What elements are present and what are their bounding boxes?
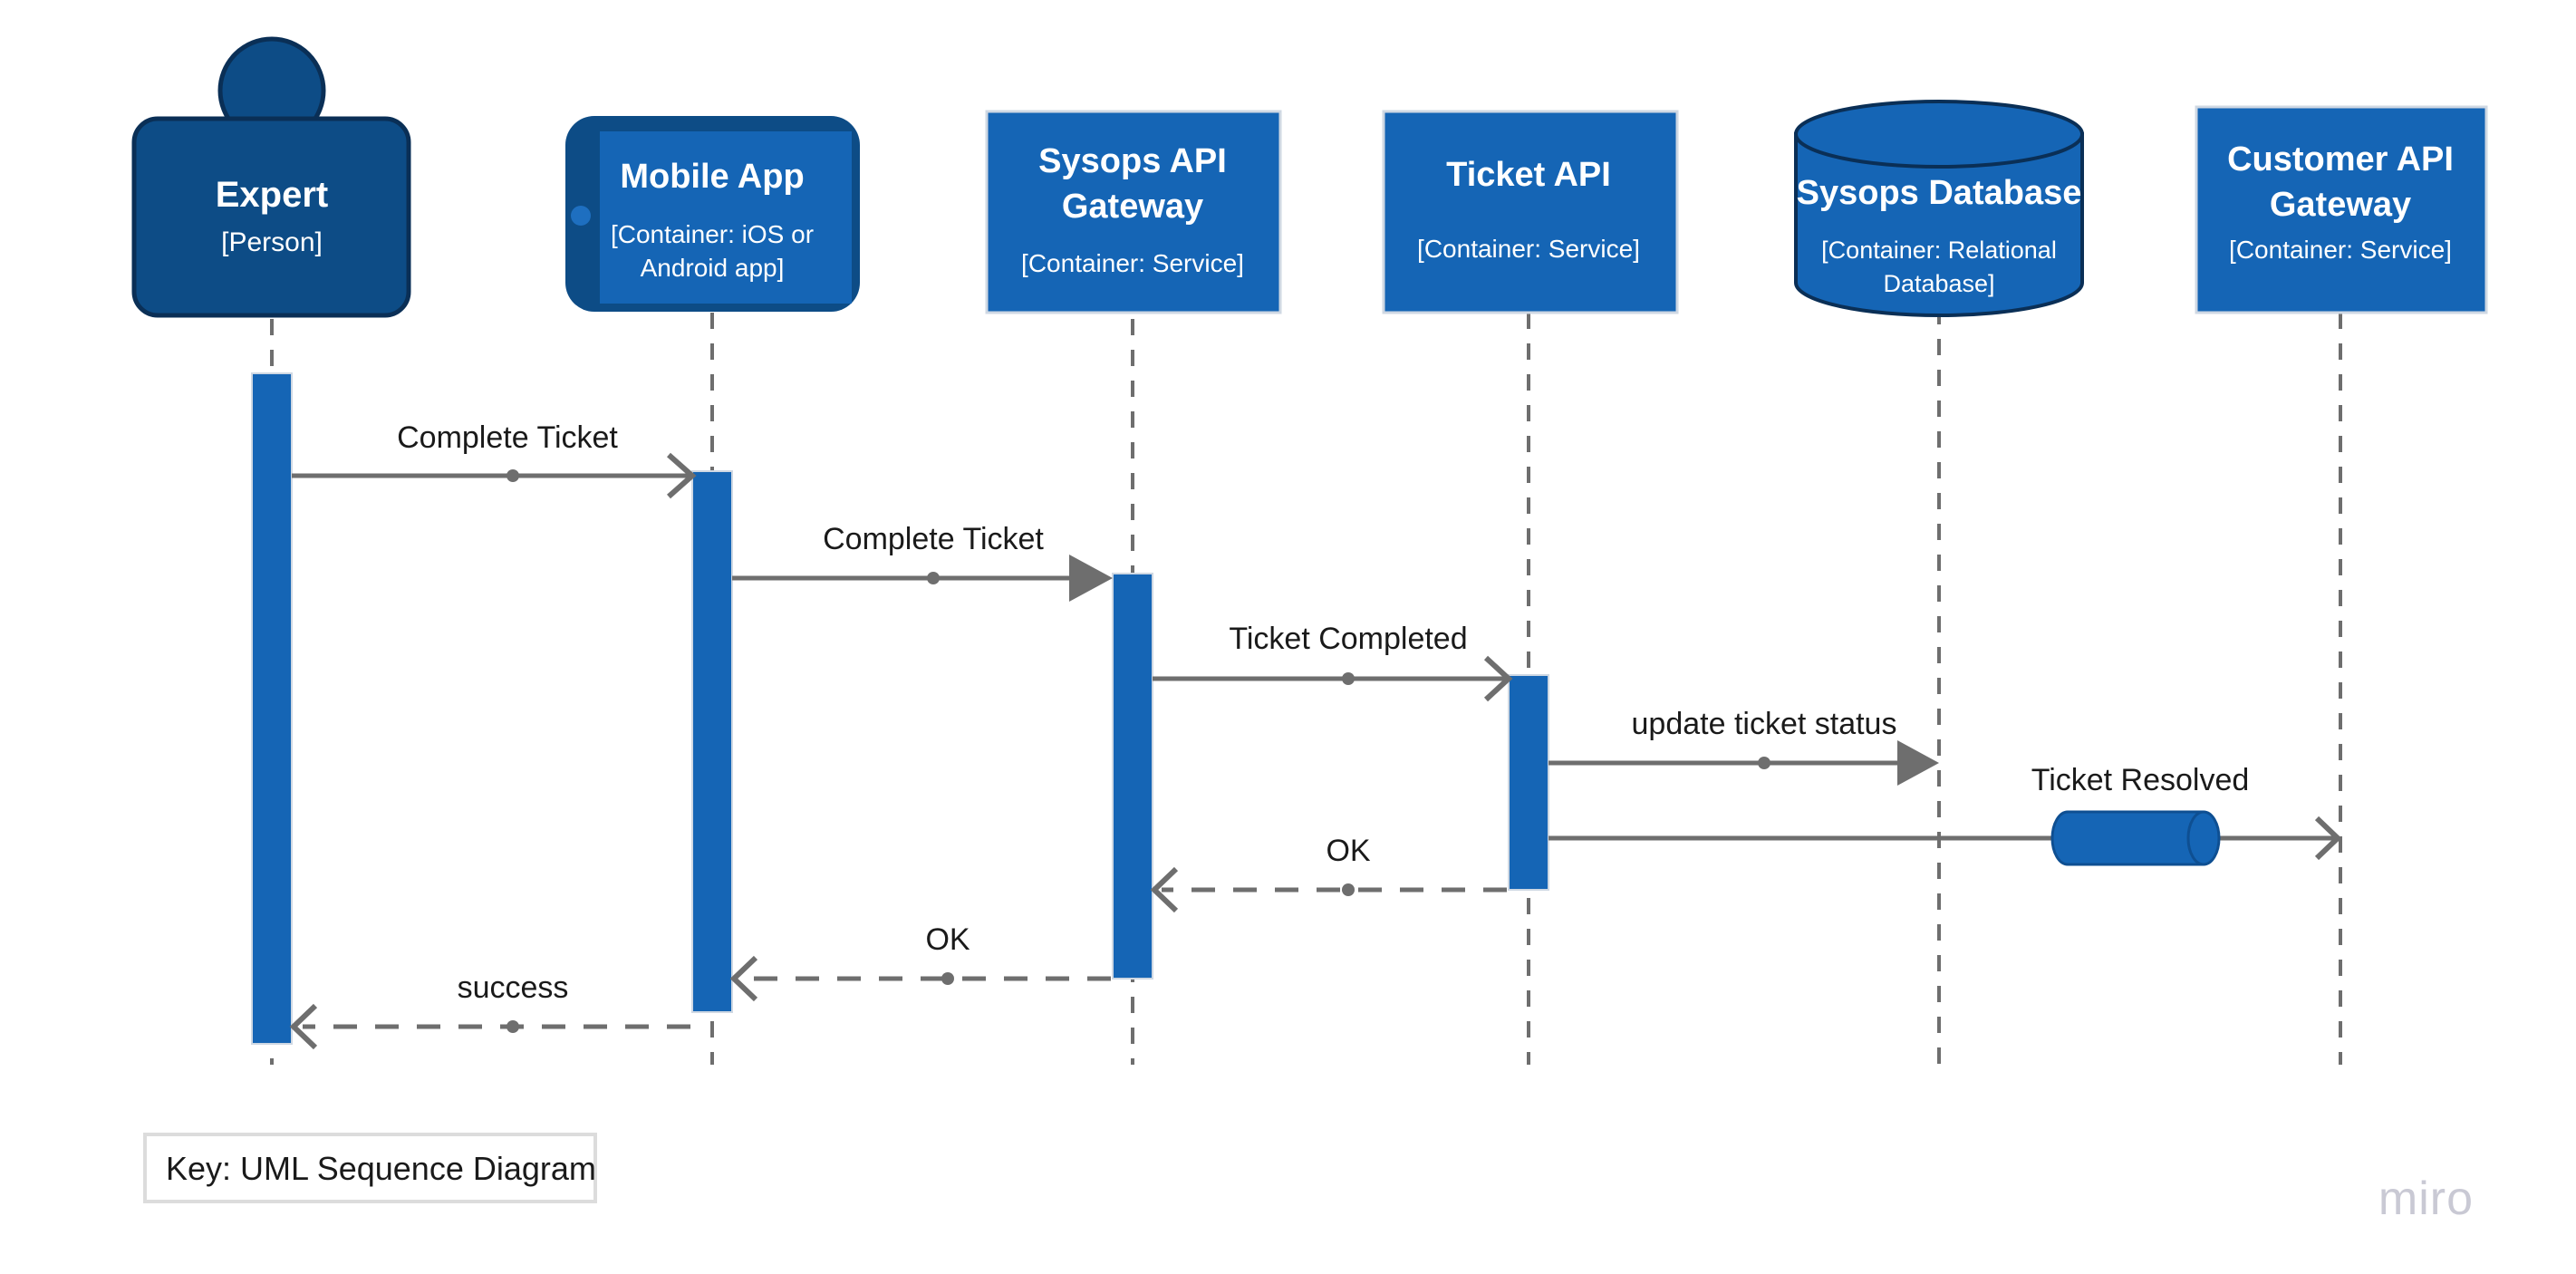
miro-watermark: miro xyxy=(2378,1173,2474,1225)
message-midpoint-dot xyxy=(1758,757,1770,769)
database-cylinder-top-icon xyxy=(1794,100,2084,169)
participant-title-ticket-api: Ticket API xyxy=(1446,156,1611,194)
message-midpoint-dot xyxy=(941,972,954,985)
participant-title-customer-api-gateway-line2: Gateway xyxy=(2270,186,2411,224)
participant-subtitle-customer-api-gateway: [Container: Service] xyxy=(2229,236,2452,264)
arrowhead-open-icon xyxy=(667,452,697,499)
message-ok-ticket-to-sysops[interactable]: OK xyxy=(1150,834,1507,913)
activation-bar-mobile-app[interactable] xyxy=(691,470,733,1013)
person-body-icon xyxy=(131,116,411,318)
message-label: OK xyxy=(925,922,970,957)
arrowhead-open-icon xyxy=(1150,866,1179,913)
participant-subtitle-ticket-api: [Container: Service] xyxy=(1417,235,1640,263)
message-label: Complete Ticket xyxy=(397,420,618,455)
arrowhead-open-icon xyxy=(2314,816,2342,861)
mobile-device-screen-icon xyxy=(600,131,852,304)
message-complete-ticket-mobile-to-sysops[interactable]: Complete Ticket xyxy=(732,522,1113,602)
node-box-customer-api-gateway xyxy=(2195,105,2488,314)
activation-bar-ticket-api[interactable] xyxy=(1508,674,1549,891)
node-box-sysops-api-gateway xyxy=(985,110,1282,314)
message-midpoint-dot xyxy=(507,469,519,482)
participant-expert[interactable]: Expert [Person] xyxy=(131,36,411,318)
node-box-ticket-api xyxy=(1382,110,1679,314)
message-success[interactable]: success xyxy=(289,970,690,1050)
participant-title-sysops-database: Sysops Database xyxy=(1797,174,2082,212)
message-midpoint-dot xyxy=(927,572,940,584)
participant-title-sysops-api-gateway-line1: Sysops API xyxy=(1038,142,1227,180)
participant-title-mobile-app: Mobile App xyxy=(620,158,804,196)
activations-layer xyxy=(251,372,1549,1045)
activation-bar-expert[interactable] xyxy=(251,372,293,1045)
participant-title-customer-api-gateway-line1: Customer API xyxy=(2227,140,2454,179)
message-label: Ticket Resolved xyxy=(2031,763,2250,797)
key-legend-label: Key: UML Sequence Diagram xyxy=(166,1150,596,1187)
message-complete-ticket-expert-to-mobile[interactable]: Complete Ticket xyxy=(292,420,697,499)
message-label: OK xyxy=(1326,834,1370,868)
message-midpoint-dot xyxy=(1342,672,1355,685)
participant-title-expert: Expert xyxy=(216,175,329,215)
arrowhead-filled-icon xyxy=(1897,740,1939,786)
participant-subtitle-expert: [Person] xyxy=(221,227,323,257)
message-ok-sysops-to-mobile[interactable]: OK xyxy=(729,922,1111,1002)
activation-bar-sysops-api-gateway[interactable] xyxy=(1112,573,1153,980)
participant-mobile-app[interactable]: Mobile App [Container: iOS or Android ap… xyxy=(565,116,860,312)
participant-subtitle-mobile-app-line1: [Container: iOS or xyxy=(611,220,814,248)
mobile-device-home-button-icon xyxy=(571,206,591,226)
participant-sysops-database[interactable]: Sysops Database [Container: Relational D… xyxy=(1794,100,2084,317)
participant-subtitle-sysops-api-gateway: [Container: Service] xyxy=(1021,249,1244,277)
message-midpoint-dot xyxy=(1342,883,1355,896)
queue-cylinder-icon xyxy=(2050,810,2221,866)
participant-subtitle-mobile-app-line2: Android app] xyxy=(641,254,785,282)
arrowhead-open-icon xyxy=(729,955,758,1002)
database-cylinder-body-icon xyxy=(1794,132,2084,317)
message-update-ticket-status[interactable]: update ticket status xyxy=(1548,707,1939,786)
participant-ticket-api[interactable]: Ticket API [Container: Service] xyxy=(1382,110,1679,314)
message-midpoint-dot xyxy=(507,1020,519,1033)
message-label: Complete Ticket xyxy=(823,522,1044,556)
message-ticket-resolved[interactable]: Ticket Resolved xyxy=(1548,763,2342,866)
message-label: success xyxy=(458,970,569,1005)
arrowhead-open-icon xyxy=(289,1003,318,1050)
participant-sysops-api-gateway[interactable]: Sysops API Gateway [Container: Service] xyxy=(985,110,1282,314)
key-legend: Key: UML Sequence Diagram xyxy=(143,1133,597,1203)
key-legend-box xyxy=(143,1133,597,1203)
participant-customer-api-gateway[interactable]: Customer API Gateway [Container: Service… xyxy=(2195,105,2488,314)
message-ticket-completed[interactable]: Ticket Completed xyxy=(1153,622,1513,702)
message-label: Ticket Completed xyxy=(1229,622,1467,656)
arrowhead-open-icon xyxy=(1483,655,1513,702)
arrowhead-filled-icon xyxy=(1069,555,1113,602)
participant-title-sysops-api-gateway-line2: Gateway xyxy=(1062,188,1203,226)
participant-subtitle-sysops-database-line2: Database] xyxy=(1883,270,1994,297)
queue-cylinder-cap xyxy=(2186,810,2205,866)
participant-subtitle-sysops-database-line1: [Container: Relational xyxy=(1821,236,2057,264)
message-label: update ticket status xyxy=(1632,707,1897,741)
